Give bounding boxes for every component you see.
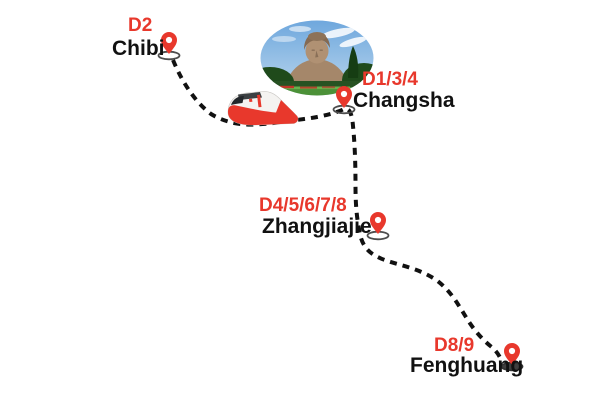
city-label-changsha: Changsha xyxy=(353,89,455,112)
day-label-changsha: D1/3/4 xyxy=(362,69,418,90)
day-label-fenghuang: D8/9 xyxy=(434,335,475,356)
route-path xyxy=(171,59,503,361)
day-label-chibi: D2 xyxy=(128,15,153,36)
train-icon xyxy=(227,91,299,126)
location-pin-icon-fenghuang xyxy=(500,343,524,372)
day-label-zhangjiajie: D4/5/6/7/8 xyxy=(259,195,347,216)
changsha-statue-photo xyxy=(260,20,374,96)
city-label-chibi: Chibi xyxy=(112,37,165,60)
city-label-fenghuang: Fenghuang xyxy=(410,354,524,377)
city-label-zhangjiajie: Zhangjiajie xyxy=(262,215,372,238)
